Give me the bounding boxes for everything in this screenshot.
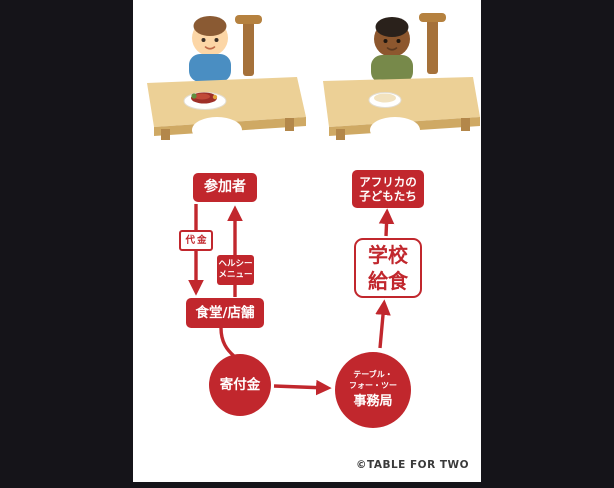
- label-payment: 代金: [179, 230, 213, 251]
- node-school-meal: 学校 給食: [354, 238, 422, 298]
- africa-line1: アフリカの: [359, 174, 417, 189]
- left-meal-plate: [183, 92, 227, 110]
- healthy-line2: メニュー: [218, 270, 253, 280]
- label-healthy-menu: ヘルシー メニュー: [217, 255, 254, 285]
- right-child-shirt: [371, 55, 413, 83]
- node-africa-children: アフリカの 子どもたち: [352, 170, 424, 208]
- secretariat-line2: フォー・ツー: [349, 380, 397, 390]
- arrow-school-africa: [378, 208, 395, 237]
- left-table-scene: [147, 15, 306, 143]
- right-table-scene: [323, 13, 480, 143]
- school-meal-line2: 給食: [368, 269, 408, 293]
- arrow-donation-secretariat: [273, 379, 332, 396]
- left-table-notch: [192, 117, 242, 143]
- children-dining-illustration: [147, 13, 480, 143]
- right-table: [323, 77, 480, 143]
- africa-line2: 子どもたち: [359, 189, 417, 203]
- school-meal-line1: 学校: [368, 243, 408, 267]
- left-child: [189, 16, 231, 82]
- right-child-hair: [375, 17, 409, 37]
- secretariat-line1: テーブル・: [353, 370, 393, 380]
- copyright-text: ©TABLE FOR TWO: [355, 459, 469, 471]
- right-table-notch: [370, 117, 420, 143]
- left-child-hair: [193, 16, 227, 36]
- left-child-shirt: [189, 54, 231, 82]
- right-chair: [419, 13, 446, 74]
- node-participants: 参加者: [193, 173, 257, 202]
- left-chair: [235, 15, 262, 76]
- arrow-secretariat-school: [375, 299, 391, 349]
- connector-shop-donation: [219, 327, 236, 358]
- infographic-panel: 参加者 アフリカの 子どもたち 代金 ヘルシー メニュー 食堂/店舗 学校 給食…: [133, 0, 481, 482]
- right-child: [371, 17, 413, 83]
- secretariat-line3: 事務局: [353, 393, 393, 409]
- right-meal-bowl: [368, 92, 402, 108]
- healthy-line1: ヘルシー: [218, 259, 253, 270]
- node-secretariat: テーブル・ フォー・ツー 事務局: [335, 352, 411, 428]
- left-table: [147, 77, 306, 143]
- node-shop: 食堂/店舗: [186, 298, 264, 328]
- node-donation: 寄付金: [209, 354, 271, 416]
